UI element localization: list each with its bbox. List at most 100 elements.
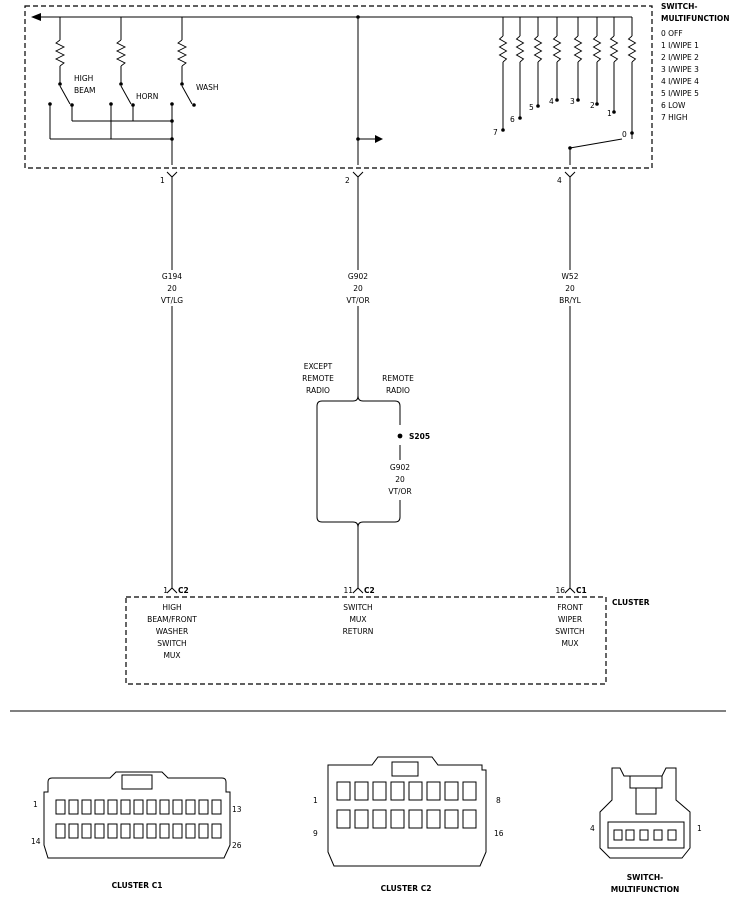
high-beam-switch <box>48 17 74 107</box>
branch-remote-label: RADIO <box>386 386 410 395</box>
cluster-c2-connector <box>327 756 487 867</box>
c1-terminal-cavity <box>55 799 66 815</box>
wire-circuit: G194 <box>162 272 182 281</box>
branch-remote-label: REMOTE <box>382 374 414 383</box>
cluster-pin-function: SWITCH <box>157 639 186 648</box>
wire-circuit: W52 <box>562 272 579 281</box>
wire-color: VT/LG <box>161 296 183 305</box>
wire-color: VT/OR <box>346 296 369 305</box>
switch-position: 7 HIGH <box>661 113 687 122</box>
wiper-resistor-ladder <box>498 17 637 139</box>
cluster-pin: 16 <box>555 586 565 595</box>
branch-wire-color: VT/OR <box>388 487 411 496</box>
c2-terminal-cavity <box>408 809 423 829</box>
cluster-pin-function: FRONT <box>557 603 583 612</box>
c1-terminal-cavity <box>198 823 209 839</box>
c1-terminal-cavity <box>146 823 157 839</box>
cluster-title: CLUSTER <box>612 598 650 607</box>
contact-label: 0 <box>622 130 627 139</box>
contact-label: 2 <box>590 101 595 110</box>
c2-terminal-cavity <box>462 781 477 801</box>
resistor-icon <box>498 35 508 63</box>
c2-terminal-cavity <box>426 809 441 829</box>
arrow-right-icon <box>375 135 383 143</box>
cluster-pin-function: MUX <box>561 639 578 648</box>
c1-terminal-cavity <box>107 799 118 815</box>
wire-circuit: G902 <box>348 272 368 281</box>
contact-label: 5 <box>529 103 534 112</box>
bus-arrow-icon <box>31 13 41 21</box>
c1-terminal-cavity <box>146 799 157 815</box>
c1-terminal-cavity <box>94 823 105 839</box>
c1-terminal-cavity <box>81 823 92 839</box>
horn-label: HORN <box>136 92 158 101</box>
branch-except-label: RADIO <box>306 386 330 395</box>
c1-terminal-cavity <box>94 799 105 815</box>
c2-terminal-cavity <box>354 809 369 829</box>
pin-fork-icon <box>564 171 576 178</box>
switch-title-2: MULTIFUNCTION <box>661 14 730 23</box>
c1-terminal-cavity <box>133 799 144 815</box>
pin-fork-icon <box>166 171 178 178</box>
cluster-pin-function: MUX <box>163 651 180 660</box>
contact-label: 7 <box>493 128 498 137</box>
switch-position: 4 I/WIPE 4 <box>661 77 699 86</box>
wire-gauge: 20 <box>167 284 177 293</box>
resistor-icon <box>515 35 525 63</box>
sw-pin-label: 1 <box>697 824 702 833</box>
c2-terminal-cavity <box>426 781 441 801</box>
contact-label: 6 <box>510 115 515 124</box>
cluster-pin-function: RETURN <box>343 627 374 636</box>
cluster-pin-function: WASHER <box>156 627 189 636</box>
cluster-pin: 1 <box>163 586 168 595</box>
c1-terminal-cavity <box>172 799 183 815</box>
c1-terminal-cavity <box>198 799 209 815</box>
contact-point <box>576 98 580 102</box>
contact-point <box>612 110 616 114</box>
resistor-icon <box>552 35 562 63</box>
switch-position: 2 I/WIPE 2 <box>661 53 699 62</box>
c2-pin-label: 9 <box>313 829 318 838</box>
c2-terminal-cavity <box>444 809 459 829</box>
resistor-icon <box>533 35 543 63</box>
cluster-pin-function: MUX <box>349 615 366 624</box>
switch-title-1: SWITCH- <box>661 2 697 11</box>
c2-terminal-cavity <box>336 781 351 801</box>
splice-s205 <box>397 433 403 439</box>
c1-terminal-cavity <box>107 823 118 839</box>
pin-fork-icon <box>564 587 576 594</box>
c1-terminal-cavity <box>120 823 131 839</box>
contact-label: 1 <box>607 109 612 118</box>
pin-fork-icon <box>352 587 364 594</box>
switch-position: 6 LOW <box>661 101 686 110</box>
branch-wire-circuit: G902 <box>390 463 410 472</box>
wiper-switch-arm <box>569 138 623 149</box>
pin-fork-icon <box>352 171 364 178</box>
switch-position: 3 I/WIPE 3 <box>661 65 699 74</box>
c1-terminal-cavity <box>133 823 144 839</box>
switch-position: 0 OFF <box>661 29 683 38</box>
wash-label: WASH <box>196 83 219 92</box>
c2-terminal-cavity <box>390 781 405 801</box>
c1-terminal-cavity <box>68 799 79 815</box>
cluster-pin: 11 <box>343 586 353 595</box>
pin-number: 4 <box>557 176 562 185</box>
pin-fork-icon <box>166 587 178 594</box>
horn-switch <box>109 17 135 107</box>
c1-terminal-cavity <box>172 823 183 839</box>
pin-number: 2 <box>345 176 350 185</box>
contact-label: 3 <box>570 97 575 106</box>
wire-gauge: 20 <box>565 284 575 293</box>
c1-terminal-cavity <box>185 799 196 815</box>
contact-point <box>555 98 559 102</box>
pin-number: 1 <box>160 176 165 185</box>
c1-pin-label: 1 <box>33 800 38 809</box>
c2-name: CLUSTER C2 <box>381 884 432 893</box>
cluster-connector: C2 <box>364 586 375 595</box>
high-beam-label: BEAM <box>74 86 96 95</box>
branch-except-label: EXCEPT <box>304 362 333 371</box>
c2-terminal-cavity <box>372 781 387 801</box>
branch-except-label: REMOTE <box>302 374 334 383</box>
top-brace <box>357 395 401 407</box>
